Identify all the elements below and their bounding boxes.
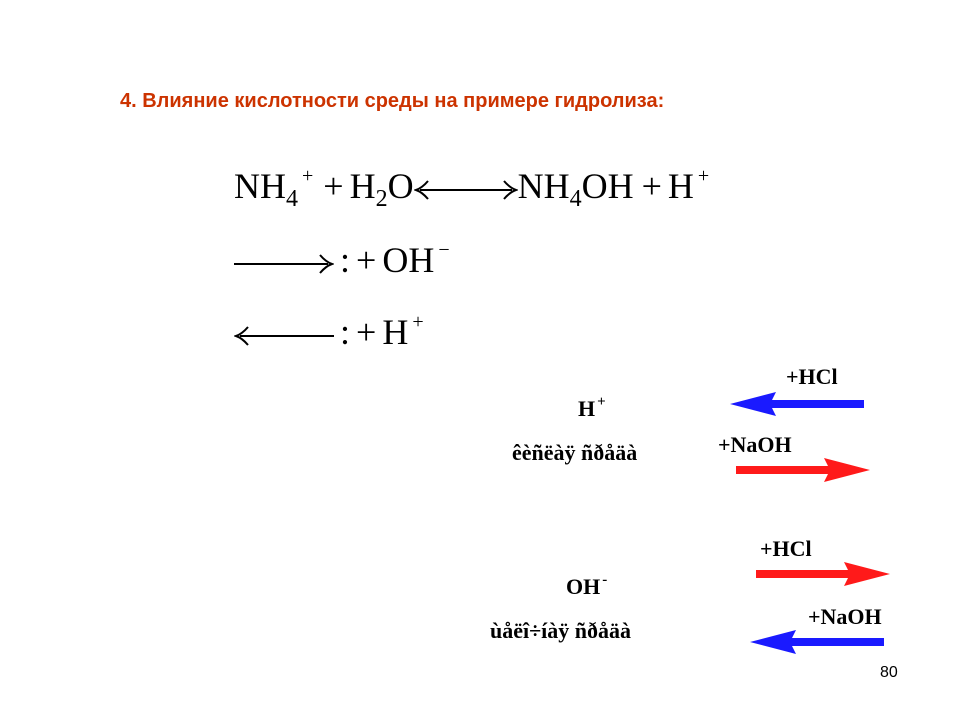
- hydroxide-ion: OH−: [382, 239, 450, 280]
- acidic-ion-label: H+: [578, 394, 606, 421]
- basic-env-label: ùåëî÷íàÿ ñðåäà: [490, 618, 632, 643]
- colon-sign: :: [340, 312, 351, 352]
- acidic-hcl-label: +HCl: [786, 364, 838, 389]
- plus-sign: +: [323, 166, 344, 206]
- reactant-water: H2O: [349, 166, 414, 212]
- acidic-env-label: êèñëàÿ ñðåäà: [512, 440, 638, 465]
- right-arrow-icon: [234, 254, 334, 274]
- plus-sign: +: [641, 166, 662, 206]
- basic-ion-label: OH-: [566, 572, 608, 599]
- acidic-hcl-arrow-icon: [730, 392, 864, 416]
- reactant-ammonium: NH4+: [234, 165, 314, 212]
- left-arrow-icon: [234, 326, 334, 346]
- equation-line-3: :+H+: [234, 312, 424, 350]
- equation-line-2: :+OH−: [234, 240, 450, 278]
- equilibrium-arrow-icon: [413, 180, 518, 200]
- basic-hcl-label: +HCl: [760, 536, 812, 561]
- acidic-naoh-arrow-icon: [736, 458, 870, 482]
- product-hydrogen-ion: H+: [667, 165, 710, 206]
- acidic-naoh-label: +NaOH: [718, 432, 792, 457]
- slide-title: 4. Влияние кислотности среды на примере …: [120, 90, 665, 112]
- basic-naoh-arrow-icon: [750, 630, 884, 654]
- plus-sign: +: [356, 312, 377, 352]
- page-number: 80: [880, 664, 898, 681]
- colon-sign: :: [340, 240, 351, 280]
- hydrogen-ion: H+: [382, 311, 424, 352]
- product-ammonium-hydroxide: NH4OH: [517, 166, 634, 212]
- plus-sign: +: [356, 240, 377, 280]
- basic-hcl-arrow-icon: [756, 562, 890, 586]
- basic-naoh-label: +NaOH: [808, 604, 882, 629]
- equation-line-1: NH4++H2O NH4OH+H+: [234, 166, 709, 211]
